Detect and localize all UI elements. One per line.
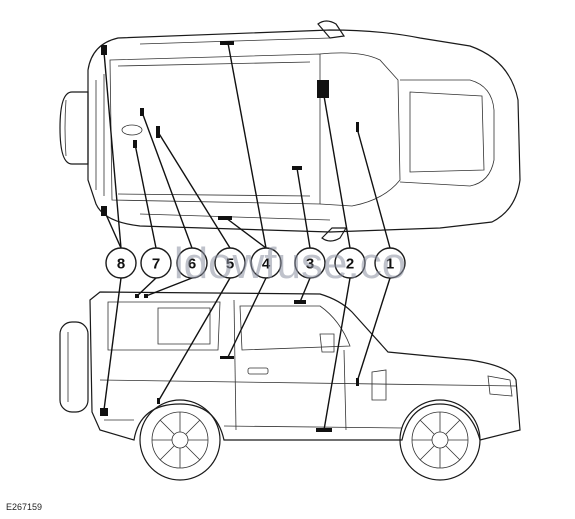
callout-7-number: 7 bbox=[152, 256, 160, 273]
callout-5-number: 5 bbox=[226, 256, 234, 273]
leader-1-top bbox=[356, 127, 391, 249]
callout-5: 5 bbox=[214, 247, 246, 279]
marker-8-top bbox=[101, 45, 107, 55]
marker-2-top bbox=[317, 80, 329, 98]
callout-3: 3 bbox=[294, 247, 326, 279]
leader-5-side bbox=[158, 277, 231, 401]
top-view-vehicle bbox=[59, 20, 521, 242]
callout-1: 1 bbox=[374, 247, 406, 279]
leader-8b-top bbox=[103, 209, 122, 249]
callout-1-number: 1 bbox=[386, 256, 394, 273]
leader-4-top bbox=[227, 42, 267, 249]
leader-8-top bbox=[103, 51, 122, 249]
leader-5-top bbox=[157, 131, 231, 249]
leader-2-side bbox=[323, 277, 351, 431]
leader-lines bbox=[103, 42, 391, 431]
marker-8-side bbox=[100, 408, 108, 416]
callout-4-number: 4 bbox=[262, 256, 271, 273]
leader-7-top bbox=[134, 143, 157, 249]
callout-2-number: 2 bbox=[346, 256, 354, 273]
side-view-markers bbox=[100, 294, 359, 432]
leader-8-side bbox=[103, 277, 122, 411]
callout-row: 8 7 6 5 4 3 2 1 bbox=[105, 247, 406, 279]
callout-8: 8 bbox=[105, 247, 137, 279]
leader-3-side bbox=[299, 277, 311, 303]
callout-8-number: 8 bbox=[117, 256, 125, 273]
callout-4: 4 bbox=[250, 247, 282, 279]
marker-4-top bbox=[220, 41, 234, 45]
marker-4-side bbox=[220, 356, 234, 359]
leader-1-side bbox=[356, 277, 391, 383]
callout-7: 7 bbox=[140, 247, 172, 279]
leader-6-side bbox=[145, 277, 193, 297]
callout-3-number: 3 bbox=[306, 256, 314, 273]
leader-4-side bbox=[227, 277, 267, 358]
watermark: ldowfuse.co bbox=[174, 239, 406, 288]
leader-3-top bbox=[296, 167, 311, 249]
leader-7-side bbox=[136, 277, 157, 297]
side-view-vehicle bbox=[59, 291, 521, 481]
marker-4b-top bbox=[218, 216, 232, 220]
leader-6-top bbox=[141, 111, 193, 249]
callout-6-number: 6 bbox=[188, 256, 196, 273]
callout-6: 6 bbox=[176, 247, 208, 279]
figure-id-label: E267159 bbox=[6, 502, 42, 512]
marker-5-side bbox=[157, 398, 160, 404]
leader-4b-top bbox=[225, 217, 267, 249]
marker-1-top bbox=[356, 122, 359, 132]
leader-2-top bbox=[322, 89, 351, 249]
callout-2: 2 bbox=[334, 247, 366, 279]
